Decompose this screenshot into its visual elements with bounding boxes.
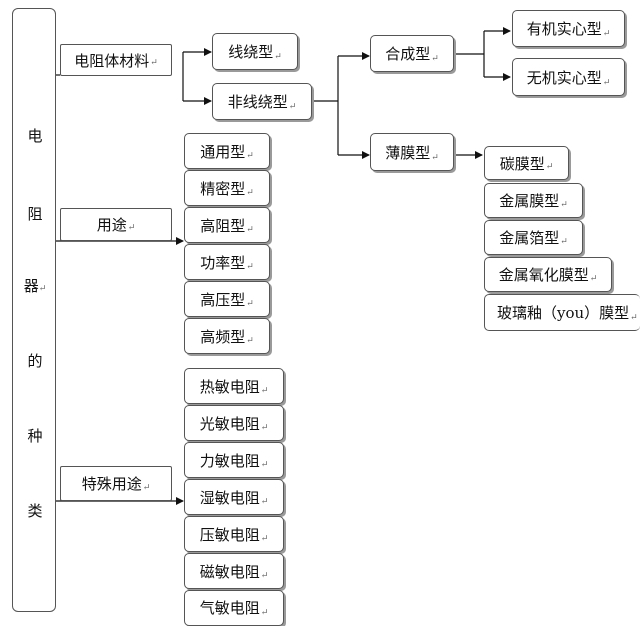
node-metal-foil: 金属箔型↵ [484, 220, 583, 255]
node-usage-item: 精密型↵ [184, 170, 270, 206]
node-organic-solid: 有机实心型↵ [512, 10, 625, 47]
root-char: 种 [27, 427, 43, 445]
root-char: 的 [27, 352, 43, 370]
node-usage-item: 高阻型↵ [184, 207, 270, 243]
node-glass-glaze-film: 玻璃釉（you）膜型↵ [484, 294, 640, 331]
node-special-item: 热敏电阻↵ [184, 368, 284, 404]
node-special-item: 压敏电阻↵ [184, 516, 284, 552]
node-special-item: 磁敏电阻↵ [184, 553, 284, 589]
root-char: 电 [27, 127, 43, 145]
node-usage: 用途↵ [60, 208, 172, 241]
node-wire-wound: 线绕型↵ [212, 33, 298, 70]
root-node: 电 阻 器↵ 的 种 类 [12, 8, 56, 612]
node-special-item: 光敏电阻↵ [184, 405, 284, 441]
node-special-item: 湿敏电阻↵ [184, 479, 284, 515]
node-film: 薄膜型↵ [370, 133, 454, 171]
node-non-wire-wound: 非线绕型↵ [212, 83, 312, 120]
node-composite: 合成型↵ [370, 35, 454, 72]
root-char: 类 [27, 502, 43, 520]
node-special: 特殊用途↵ [60, 466, 172, 501]
root-char: 器↵ [23, 277, 47, 295]
node-metal-oxide-film: 金属氧化膜型↵ [484, 257, 612, 292]
node-material: 电阻体材料↵ [60, 44, 172, 76]
node-carbon-film: 碳膜型↵ [484, 146, 569, 180]
node-usage-item: 通用型↵ [184, 133, 270, 169]
root-char: 阻 [27, 205, 43, 223]
node-metal-film: 金属膜型↵ [484, 183, 583, 218]
node-usage-item: 高频型↵ [184, 318, 270, 354]
node-usage-item: 高压型↵ [184, 281, 270, 317]
node-special-item: 力敏电阻↵ [184, 442, 284, 478]
node-usage-item: 功率型↵ [184, 244, 270, 280]
node-special-item: 气敏电阻↵ [184, 590, 284, 626]
node-inorganic-solid: 无机实心型↵ [512, 58, 625, 96]
